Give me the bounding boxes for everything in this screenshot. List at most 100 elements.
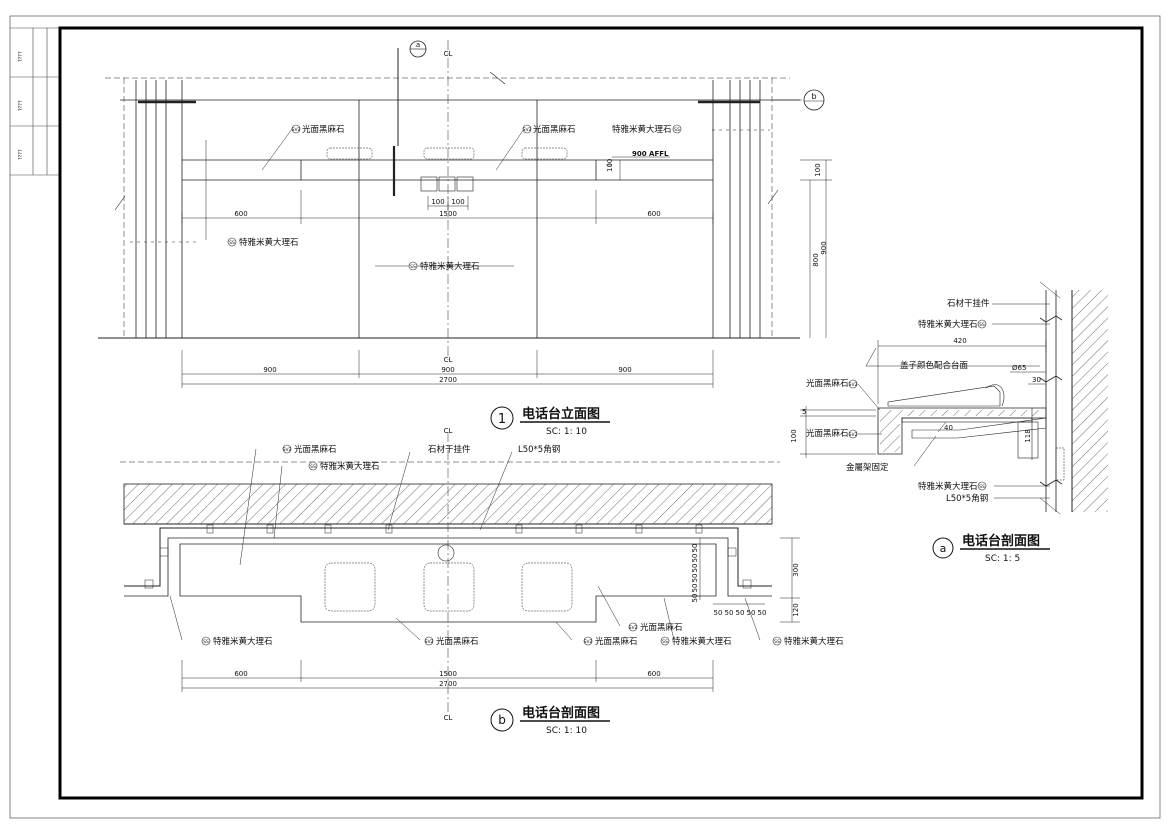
plan-dim-50-v: 50 [691, 554, 699, 563]
plan-dim-600-right: 600 [647, 670, 660, 678]
title-badge-b [490, 708, 514, 732]
plan-dim-50-h: 50 [736, 609, 745, 617]
section-label-cover-note: 盖子颜色配合台面 [900, 360, 969, 371]
marker-b-text: b [811, 92, 816, 101]
plan-tag-angle-steel: L50*5角钢 [518, 444, 560, 455]
plan-dim-50-v: 50 [691, 564, 699, 573]
tag-code: SS [229, 240, 235, 246]
plan-dim-50-v: 50 [691, 594, 699, 603]
dim-top-1500: 1500 [439, 210, 457, 218]
elevation-title: 电话台立面图 [522, 406, 600, 422]
cl-mark-plan: CL [444, 714, 453, 722]
tag-code: SV2 [584, 639, 593, 645]
plan-tag-black-granite-top: 光面黑麻石 [294, 444, 337, 455]
dim-top-600-right: 600 [647, 210, 660, 218]
plan-scale: SC: 1: 10 [546, 726, 587, 736]
section-label-hanger: 石材干挂件 [947, 298, 990, 309]
plan-view [120, 432, 800, 712]
cl-mark-plan-top: CL [444, 427, 453, 435]
tag-code: SV2 [283, 447, 292, 453]
tag-code: SV2 [849, 432, 858, 438]
dim-top-600-left: 600 [234, 210, 247, 218]
section-labels: 石材干挂件 特雅米黄大理石 SS 盖子颜色配合台面 光面黑麻石 SV2 光面黑麻… [790, 298, 1050, 564]
section-dim-100: 100 [790, 429, 798, 442]
plan-tag-yellow-marble-bottom-mid: 特雅米黄大理石 [672, 636, 732, 647]
section-label-angle: L50*5角钢 [946, 493, 988, 504]
tag-yellow-marble-center: 特雅米黄大理石 [420, 261, 480, 272]
dim-bottom-900-b: 900 [441, 366, 454, 374]
tag-code: SV2 [849, 382, 858, 388]
title-number-1: 1 [498, 412, 506, 427]
tag-code: SS [674, 127, 680, 133]
tag-code: SV2 [292, 127, 301, 133]
tag-black-granite-2: 光面黑麻石 [533, 124, 576, 135]
tag-code: SS [203, 639, 209, 645]
plan-dim-120: 120 [792, 603, 800, 616]
title-badge-1 [490, 406, 514, 430]
section-marker-b [803, 89, 825, 111]
dim-right-900: 900 [820, 241, 828, 254]
section-dim-40: 40 [944, 424, 953, 432]
title-number-b: b [498, 713, 506, 727]
dim-side-100: 100 [606, 159, 614, 172]
plan-dim-50-v: 50 [691, 574, 699, 583]
tag-code: SS [662, 639, 668, 645]
tag-code: SV2 [523, 127, 532, 133]
plan-dim-50-v: 50 [691, 544, 699, 553]
tag-code: SS [310, 464, 316, 470]
section-dim-420: 420 [953, 337, 966, 345]
dim-right-100: 100 [814, 163, 822, 176]
tag-yellow-marble-top: 特雅米黄大理石 [612, 124, 672, 135]
tag-code: SS [774, 639, 780, 645]
title-number-a: a [940, 542, 947, 555]
plan-dim-50-h: 50 [714, 609, 723, 617]
plan-dim-50-h: 50 [725, 609, 734, 617]
sheet-border [9, 15, 1161, 819]
section-dim-30: 30 [1032, 376, 1041, 384]
dim-total-2700: 2700 [439, 376, 457, 384]
dim-small-100-a: 100 [431, 198, 444, 206]
section-label-granite-2: 光面黑麻石 [806, 428, 849, 439]
tag-code: SS [979, 484, 985, 490]
plan-tag-black-granite-bottom-2: 光面黑麻石 [595, 636, 638, 647]
plan-dim-300: 300 [792, 563, 800, 576]
section-title: 电话台剖面图 [962, 533, 1040, 549]
cl-mark-bottom: CL [444, 356, 453, 364]
tag-code: SS [979, 322, 985, 328]
drawing-frame [58, 26, 1144, 800]
plan-dim-600-left: 600 [234, 670, 247, 678]
elevation-labels: a b CL CL SV2 光面黑麻石 SV2 光面黑麻石 特雅米黄大理石 SS… [227, 40, 828, 437]
plan-labels: SV2 光面黑麻石 SS 特雅米黄大理石 石材干挂件 L50*5角钢 SS 特雅… [201, 427, 844, 736]
plan-tag-yellow-marble-bottom-right: 特雅米黄大理石 [784, 636, 844, 647]
plan-tag-black-granite-bottom-1: 光面黑麻石 [436, 636, 479, 647]
plan-dim-total: 2700 [439, 680, 457, 688]
plan-dim-50-v: 50 [691, 584, 699, 593]
dim-bottom-900-c: 900 [618, 366, 631, 374]
cl-mark-top: CL [444, 50, 453, 58]
plan-tag-black-granite-bottom-3: 光面黑麻石 [640, 622, 683, 633]
title-badge-a [932, 537, 954, 559]
side-label-1: ???? [18, 51, 24, 62]
plan-dim-50-h: 50 [747, 609, 756, 617]
section-scale: SC: 1: 5 [985, 554, 1020, 564]
elevation-view [98, 40, 832, 388]
section-dim-118: 118 [1024, 429, 1032, 442]
dim-bottom-900-a: 900 [263, 366, 276, 374]
marker-a-text: a [416, 41, 420, 49]
tag-yellow-marble-left: 特雅米黄大理石 [239, 237, 299, 248]
tag-code: SV2 [629, 625, 638, 631]
plan-tag-yellow-marble-bottom-left: 特雅米黄大理石 [213, 636, 273, 647]
tag-code: SV2 [425, 639, 434, 645]
section-label-granite-1: 光面黑麻石 [806, 378, 849, 389]
elevation-scale: SC: 1: 10 [546, 427, 587, 437]
section-dim-5: 5 [802, 408, 806, 416]
section-label-marble-bottom: 特雅米黄大理石 [918, 481, 978, 492]
side-strip: ???? ???? ???? [10, 27, 60, 176]
tag-code: SS [410, 264, 416, 270]
dim-small-100-b: 100 [451, 198, 464, 206]
plan-dim-50-h: 50 [758, 609, 767, 617]
dim-right-800: 800 [812, 253, 820, 266]
side-label-2: ???? [18, 100, 24, 111]
level-note: 900 AFFL [632, 150, 669, 158]
